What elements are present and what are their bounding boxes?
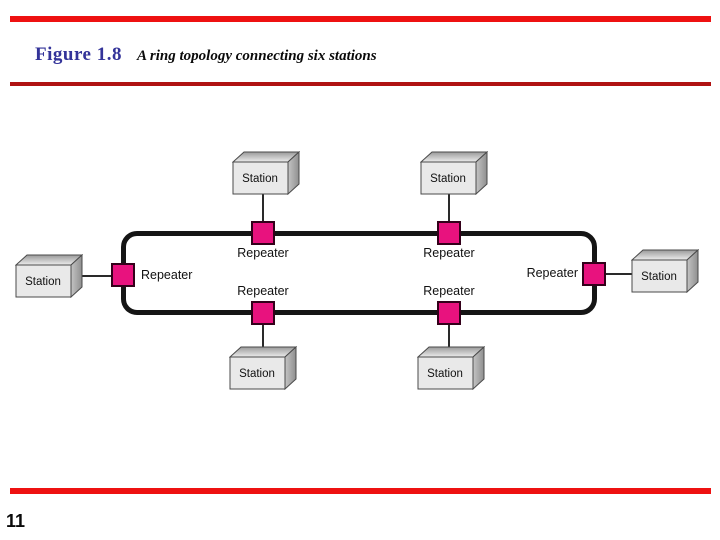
connector-line-bottom-left [262,323,264,358]
connector-line-top-left [262,192,264,223]
station-label: Station [25,276,61,288]
station-node: Station [420,151,488,195]
figure-label: Figure 1.8 [35,44,122,65]
station-box-icon: Station [420,151,488,195]
station-node: Station [229,346,297,390]
title-underline-rule [10,82,711,86]
station-box-icon: Station [631,249,699,293]
repeater-node [437,301,461,325]
repeater-node [251,221,275,245]
figure-caption: A ring topology connecting six stations [136,48,377,64]
connector-line-bottom-right [448,323,450,358]
repeater-label: Repeater [141,268,193,282]
repeater-node [437,221,461,245]
station-box-icon: Station [229,346,297,390]
station-label: Station [427,368,463,380]
bottom-red-rule [10,488,711,494]
connector-line-left [70,275,115,277]
repeater-label: Repeater [237,284,289,298]
top-red-rule [10,16,711,22]
repeater-label: Repeater [423,246,475,260]
repeater-node [582,262,606,286]
connector-line-top-right [448,192,450,223]
station-node: Station [417,346,485,390]
station-box-icon: Station [417,346,485,390]
repeater-label: Repeater [237,246,289,260]
station-label: Station [239,368,275,380]
page-number: 11 [6,511,26,531]
station-box-icon: Station [15,254,83,298]
repeater-node [111,263,135,287]
connector-line-right [604,273,636,275]
repeater-node [251,301,275,325]
station-label: Station [242,173,278,185]
station-label: Station [641,271,677,283]
station-node: Station [631,249,699,293]
repeater-label: Repeater [423,284,475,298]
slide-title: Figure 1.8 A ring topology connecting si… [35,44,377,66]
repeater-label: Repeater [526,266,578,280]
station-label: Station [430,173,466,185]
station-box-icon: Station [232,151,300,195]
station-node: Station [232,151,300,195]
station-node: Station [15,254,83,298]
